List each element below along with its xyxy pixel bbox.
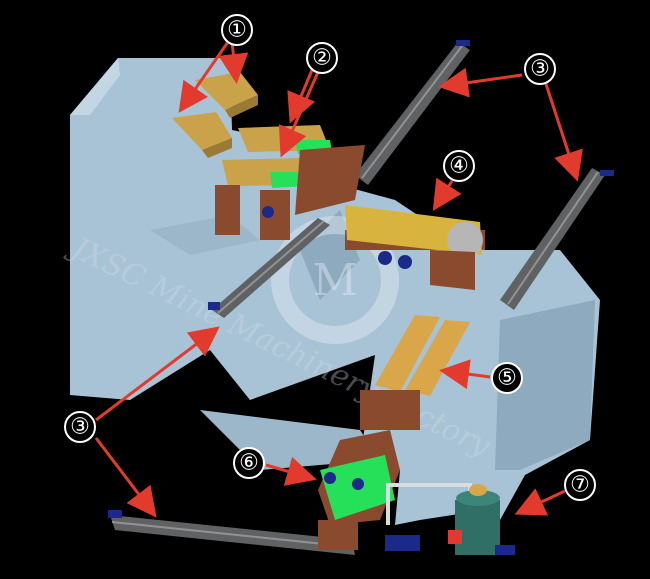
callout-arrows: [94, 41, 583, 518]
svg-text:⑥: ⑥: [239, 451, 259, 476]
svg-text:②: ②: [312, 46, 332, 71]
svg-text:③: ③: [70, 415, 90, 440]
callout-3-left: ③: [64, 411, 96, 443]
centrifugal-concentrator: [448, 484, 515, 555]
trommel-scrubber: [345, 205, 485, 290]
svg-text:③: ③: [530, 57, 550, 82]
conveyor-left-middle: [208, 218, 330, 318]
callout-1: ①: [221, 14, 253, 46]
sluice-boxes: [360, 315, 470, 430]
conveyor-bottom: [108, 510, 355, 555]
svg-text:⑤: ⑤: [497, 366, 517, 391]
callout-2: ②: [306, 42, 338, 74]
callout-3-top: ③: [524, 53, 556, 85]
svg-text:M: M: [312, 255, 357, 306]
conveyor-right: [500, 168, 614, 310]
callout-5: ⑤: [491, 362, 523, 394]
callout-4: ④: [443, 150, 475, 182]
svg-text:⑦: ⑦: [570, 473, 590, 498]
svg-text:①: ①: [227, 18, 247, 43]
watermark-logo: M: [271, 216, 399, 344]
vibrating-screens: [215, 125, 365, 240]
callout-7: ⑦: [564, 469, 596, 501]
callout-6: ⑥: [233, 447, 265, 479]
dewatering-screen: [318, 430, 420, 551]
svg-text:④: ④: [449, 154, 469, 179]
